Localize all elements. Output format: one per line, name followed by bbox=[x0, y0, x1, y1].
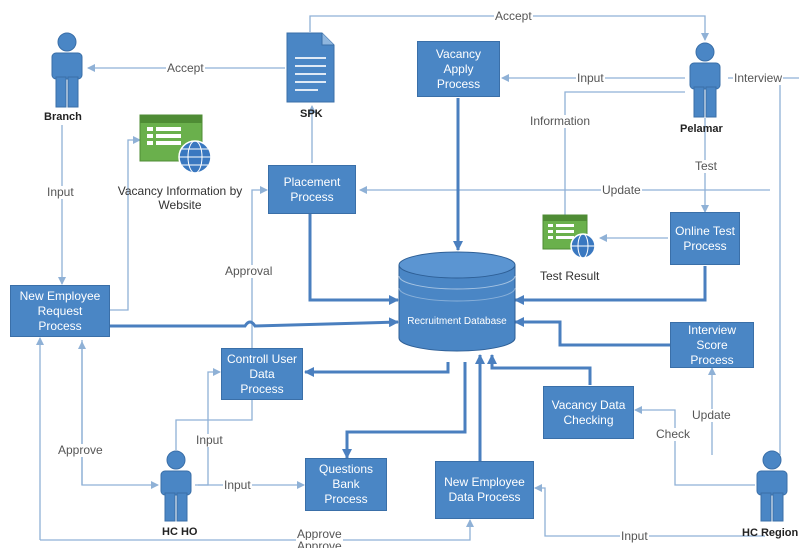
pelamar-label: Pelamar bbox=[680, 123, 723, 135]
branch-label: Branch bbox=[44, 111, 82, 123]
edge-information bbox=[564, 91, 685, 215]
edge-label-input-hc-up: Input bbox=[195, 433, 224, 447]
edge-label-input-branch: Input bbox=[46, 185, 75, 199]
spk-document-icon bbox=[286, 32, 335, 103]
edge-check-db bbox=[487, 354, 592, 385]
hc-region-actor-icon bbox=[756, 450, 788, 522]
edge-db-questions bbox=[342, 362, 467, 459]
edge-label-check: Check bbox=[655, 427, 692, 441]
edge-label-accept-top: Accept bbox=[494, 9, 533, 23]
spk-label: SPK bbox=[300, 108, 323, 120]
edge-label-accept-branch: Accept bbox=[166, 61, 205, 75]
thick-connectors bbox=[110, 98, 707, 462]
edge-ner-db bbox=[110, 317, 399, 328]
hc-ho-label: HC HO bbox=[162, 526, 198, 538]
edge-label-input-hc-right: Input bbox=[223, 478, 252, 492]
placement-process[interactable]: Placement Process bbox=[268, 165, 356, 214]
branch-actor-icon bbox=[51, 32, 83, 108]
edge-label-test: Test bbox=[694, 159, 719, 173]
edge-input-bottom bbox=[534, 484, 765, 537]
recruitment-database bbox=[398, 251, 516, 352]
vacancy-apply-process[interactable]: Vacancy Apply Process bbox=[417, 41, 500, 97]
database-label: Recruitment Database bbox=[407, 316, 507, 327]
hc-region-label: HC Region bbox=[742, 527, 799, 539]
edge-label-interview: Interview bbox=[733, 71, 784, 85]
edge-ner-website bbox=[110, 136, 141, 311]
thin-connectors bbox=[36, 15, 799, 541]
hc-ho-actor-icon bbox=[160, 450, 192, 522]
edge-check bbox=[634, 406, 755, 486]
edge-db-controll bbox=[304, 362, 450, 377]
edge-approve-left bbox=[81, 340, 159, 489]
edge-input-controll bbox=[195, 368, 221, 486]
edge-approval bbox=[175, 186, 268, 450]
new-employee-request-process[interactable]: New Employee Request Process bbox=[10, 285, 110, 337]
edge-label-approval: Approval bbox=[224, 264, 274, 278]
interview-score-process[interactable]: Interview Score Process bbox=[670, 322, 754, 368]
vacancy-website-icon bbox=[139, 114, 212, 174]
edge-label-approve-left: Approve bbox=[57, 443, 104, 457]
edge-label-update-top: Update bbox=[601, 183, 642, 197]
vacancy-data-checking-process[interactable]: Vacancy Data Checking bbox=[543, 386, 634, 439]
edge-label-input-vacancy: Input bbox=[576, 71, 605, 85]
questions-bank-process[interactable]: Questions Bank Process bbox=[305, 458, 387, 511]
edge-label-update-region: Update bbox=[691, 408, 732, 422]
pelamar-actor-icon bbox=[689, 42, 721, 118]
test-result-label: Test Result bbox=[540, 269, 600, 283]
controll-user-data-process[interactable]: Controll User Data Process bbox=[221, 348, 303, 400]
edge-approve-bottom-line bbox=[40, 519, 474, 541]
online-test-process[interactable]: Online Test Process bbox=[670, 212, 740, 265]
edge-placement-db bbox=[308, 214, 399, 305]
edge-interview-db bbox=[514, 317, 670, 347]
test-result-website-icon bbox=[542, 214, 596, 259]
new-employee-data-process[interactable]: New Employee Data Process bbox=[435, 461, 534, 519]
edge-label-input-bottom: Input bbox=[620, 529, 649, 543]
edge-label-approve-bottom: Approve bbox=[296, 527, 343, 541]
edge-label-approve-bottom-2: Approve bbox=[296, 540, 343, 548]
vacancy-information-label: Vacancy Information by Website bbox=[117, 184, 243, 212]
edge-label-information: Information bbox=[529, 114, 592, 128]
edge-online-db bbox=[514, 266, 707, 305]
